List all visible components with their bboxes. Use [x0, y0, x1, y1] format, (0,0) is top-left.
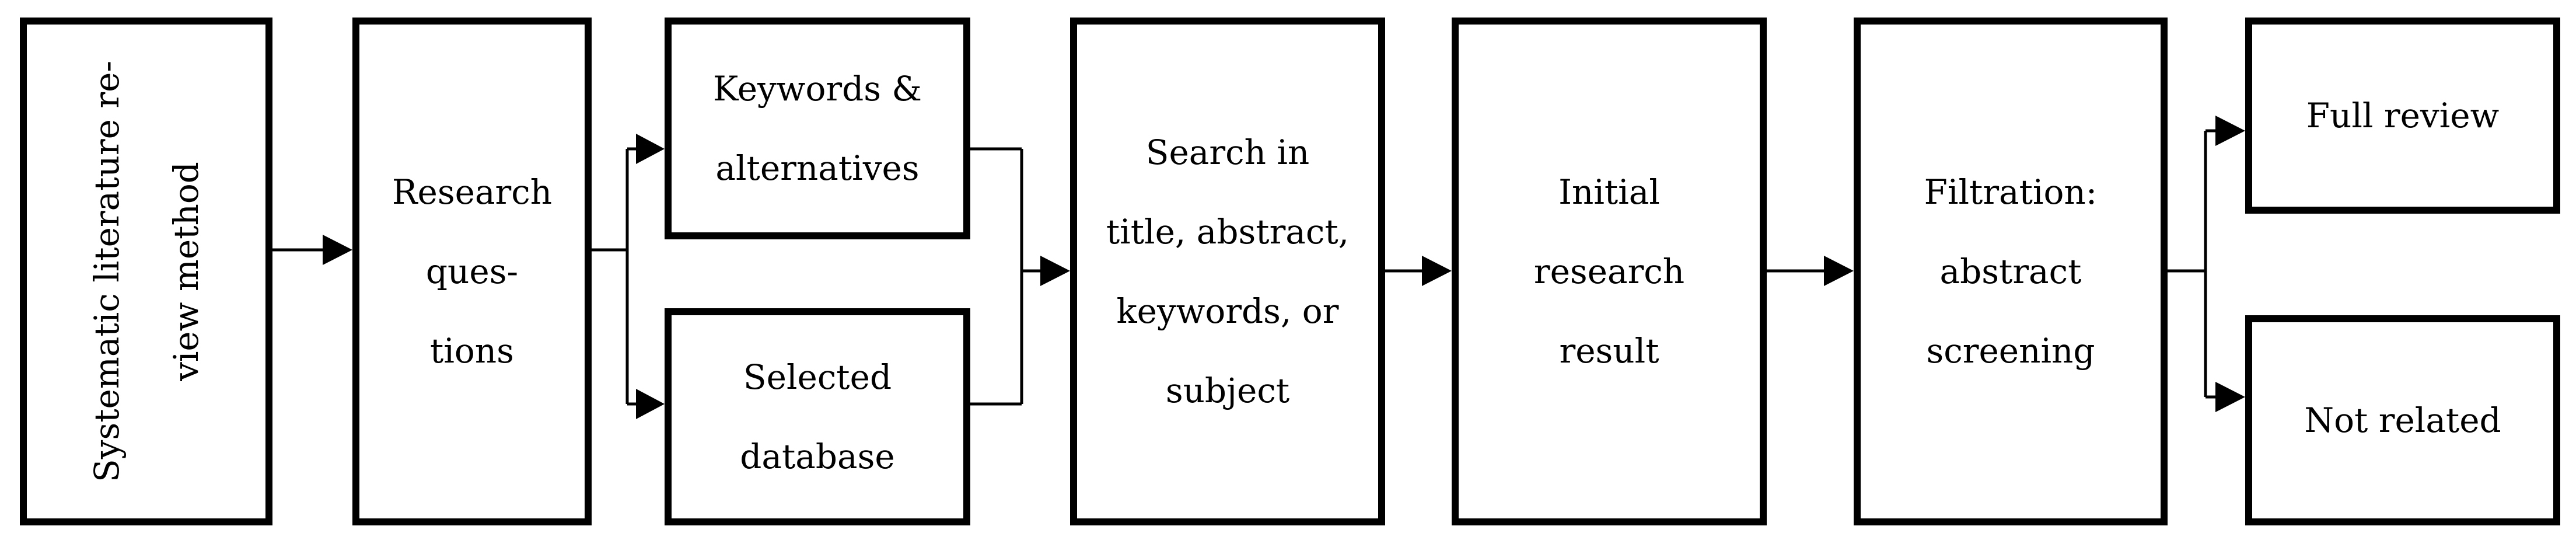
- arrowhead-not-related: [2215, 382, 2245, 412]
- node-label: Research ques- tions: [392, 172, 553, 371]
- node-label: Full review: [2306, 96, 2500, 135]
- node-systematic-literature-review-method: Systematic literature re- view method: [20, 18, 272, 525]
- arrowhead-search: [1040, 256, 1070, 286]
- arrowhead-full-review: [2215, 116, 2245, 146]
- arrowhead-filtration: [1824, 256, 1854, 286]
- node-not-related: Not related: [2245, 315, 2560, 525]
- arrowhead-database: [636, 389, 665, 419]
- node-label: Initial research result: [1533, 172, 1685, 371]
- node-selected-database: Selected database: [665, 308, 970, 525]
- node-label: Selected database: [740, 357, 895, 476]
- node-label: Filtration: abstract screening: [1924, 172, 2098, 371]
- node-initial-research-result: Initial research result: [1452, 18, 1767, 525]
- arrowhead-initial: [1422, 256, 1452, 286]
- node-keywords-alternatives: Keywords & alternatives: [665, 18, 970, 239]
- node-research-questions: Research ques- tions: [352, 18, 592, 525]
- node-filtration-abstract-screening: Filtration: abstract screening: [1854, 18, 2168, 525]
- node-search: Search in title, abstract, keywords, or …: [1070, 18, 1385, 525]
- node-label: Search in title, abstract, keywords, or …: [1106, 133, 1350, 410]
- node-label: Keywords & alternatives: [712, 69, 922, 188]
- arrowhead-keywords: [636, 134, 665, 164]
- arrowhead-questions: [323, 235, 352, 265]
- node-label: Not related: [2304, 400, 2501, 440]
- node-label: Systematic literature re- view method: [86, 60, 206, 483]
- node-full-review: Full review: [2245, 18, 2560, 214]
